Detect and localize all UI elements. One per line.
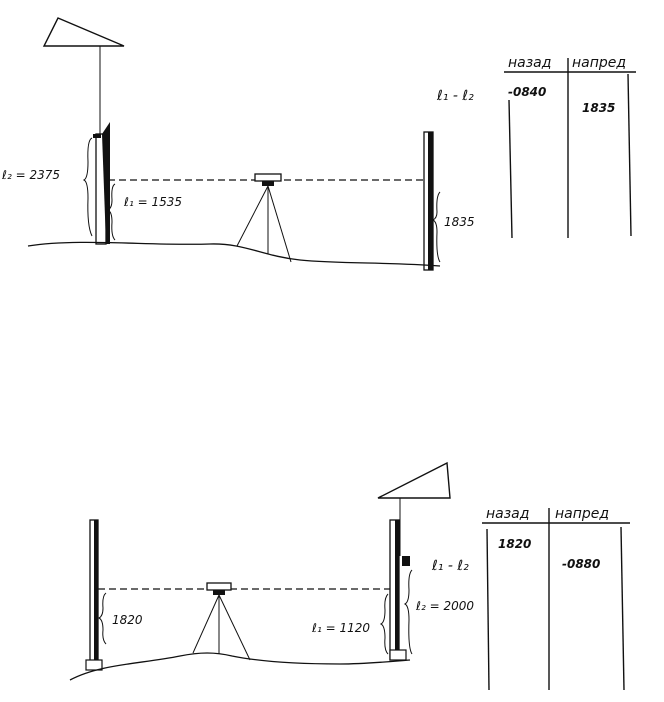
table-top-header-back: назад [508, 55, 551, 71]
brace-l1-top [106, 183, 116, 241]
formula-top: ℓ₁ - ℓ₂ [436, 88, 474, 104]
brace-left-bottom [97, 592, 107, 645]
rod-left-label-bottom: 1820 [112, 613, 143, 627]
diagram-bottom: 1820 ℓ₁ = 1120 ℓ₂ = 2000 ℓ₁ - ℓ₂ назад н… [69, 461, 630, 691]
leveling-rod-top-left [93, 122, 110, 245]
table-top-forward-value: 1835 [582, 101, 615, 115]
table-top-back-value: -0840 [508, 85, 546, 99]
rod-right-label-bottom: ℓ₂ = 2000 [415, 599, 474, 613]
brace-right-top [431, 191, 441, 263]
rod-left-label-top: ℓ₂ = 2375 [1, 168, 60, 182]
formula-bottom: ℓ₁ - ℓ₂ [431, 558, 469, 574]
brace-l2-top [82, 137, 93, 237]
table-bottom-forward-value: -0880 [562, 557, 600, 571]
instrument-label-top: ℓ₁ = 1535 [123, 195, 182, 209]
ground-line-top [27, 241, 441, 267]
instrument-label-bottom: ℓ₁ = 1120 [311, 621, 370, 635]
table-bottom-back-value: 1820 [498, 537, 531, 551]
level-instrument-top [236, 173, 292, 263]
rod-right-label-top: 1835 [444, 215, 475, 229]
table-top-header-forward: напред [572, 55, 626, 71]
flag-bottom-right [377, 461, 451, 499]
brace-l2-bottom [403, 569, 413, 655]
table-bottom-header-forward: напред [555, 506, 609, 522]
leveling-rod-bottom-right [389, 519, 410, 661]
brace-l1-bottom [379, 593, 389, 655]
flag-top-left [42, 17, 125, 47]
readings-table-top: назад напред -0840 1835 [504, 55, 636, 239]
leveling-rod-bottom-left [85, 519, 103, 671]
readings-table-bottom: назад напред 1820 -0880 [482, 506, 630, 691]
ground-line-bottom [69, 652, 411, 681]
level-instrument-bottom [192, 582, 251, 661]
table-bottom-header-back: назад [486, 506, 529, 522]
leveling-rod-top-right [423, 131, 434, 271]
diagram-top: ℓ₂ = 2375 ℓ₁ = 1535 1835 ℓ₁ - ℓ₂ назад н… [1, 17, 636, 271]
